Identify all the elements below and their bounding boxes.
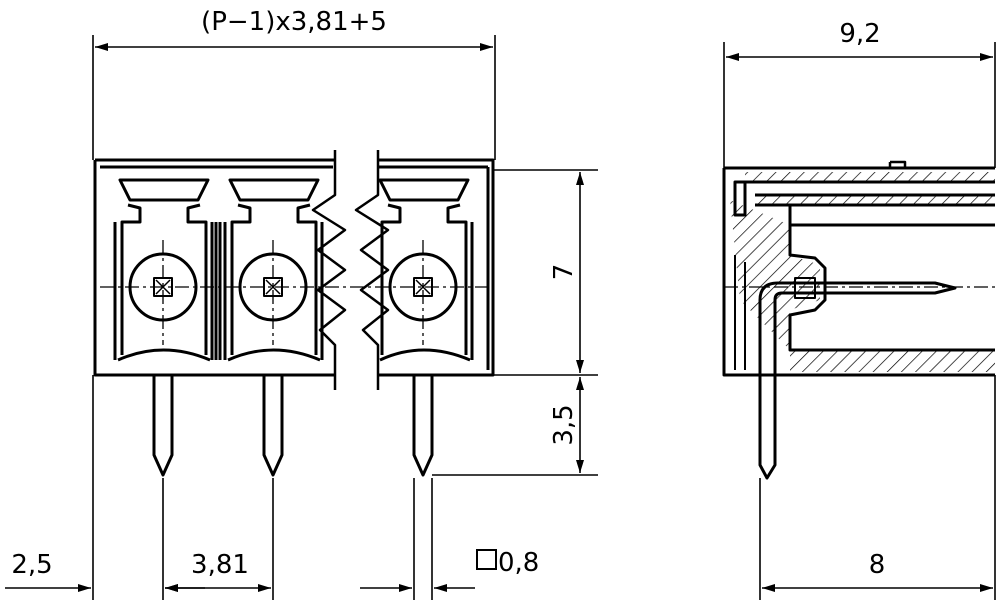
dim-side-width: 9,2 bbox=[839, 19, 880, 49]
pin-2 bbox=[262, 375, 284, 477]
dim-pitch: 3,81 bbox=[191, 550, 249, 580]
dimension-lines bbox=[5, 35, 996, 600]
side-outline bbox=[722, 166, 995, 377]
pin-1 bbox=[152, 375, 174, 477]
housing-left bbox=[93, 158, 335, 377]
square-section-icon bbox=[476, 549, 497, 570]
dim-pin-span: 8 bbox=[869, 550, 886, 580]
top-inner-hatch bbox=[755, 195, 995, 205]
contact-3 bbox=[378, 178, 474, 362]
break-line-right bbox=[354, 150, 390, 390]
dim-pin-length: 3,5 bbox=[549, 404, 579, 445]
side-view bbox=[722, 160, 995, 480]
contact-2 bbox=[214, 178, 324, 362]
front-view bbox=[93, 150, 495, 477]
top-wall-hatch bbox=[745, 172, 995, 182]
housing-right bbox=[378, 158, 495, 377]
dim-pin-size: 0,8 bbox=[498, 548, 539, 578]
break-line-left bbox=[311, 150, 347, 390]
body-hatch bbox=[730, 200, 820, 350]
dim-height-body: 7 bbox=[549, 264, 579, 281]
dim-edge-offset: 2,5 bbox=[11, 550, 52, 580]
pin-bent bbox=[758, 281, 957, 480]
pin-3 bbox=[412, 375, 434, 477]
bottom-wall-hatch bbox=[790, 350, 995, 372]
dim-total-width: (P−1)x3,81+5 bbox=[201, 7, 387, 37]
